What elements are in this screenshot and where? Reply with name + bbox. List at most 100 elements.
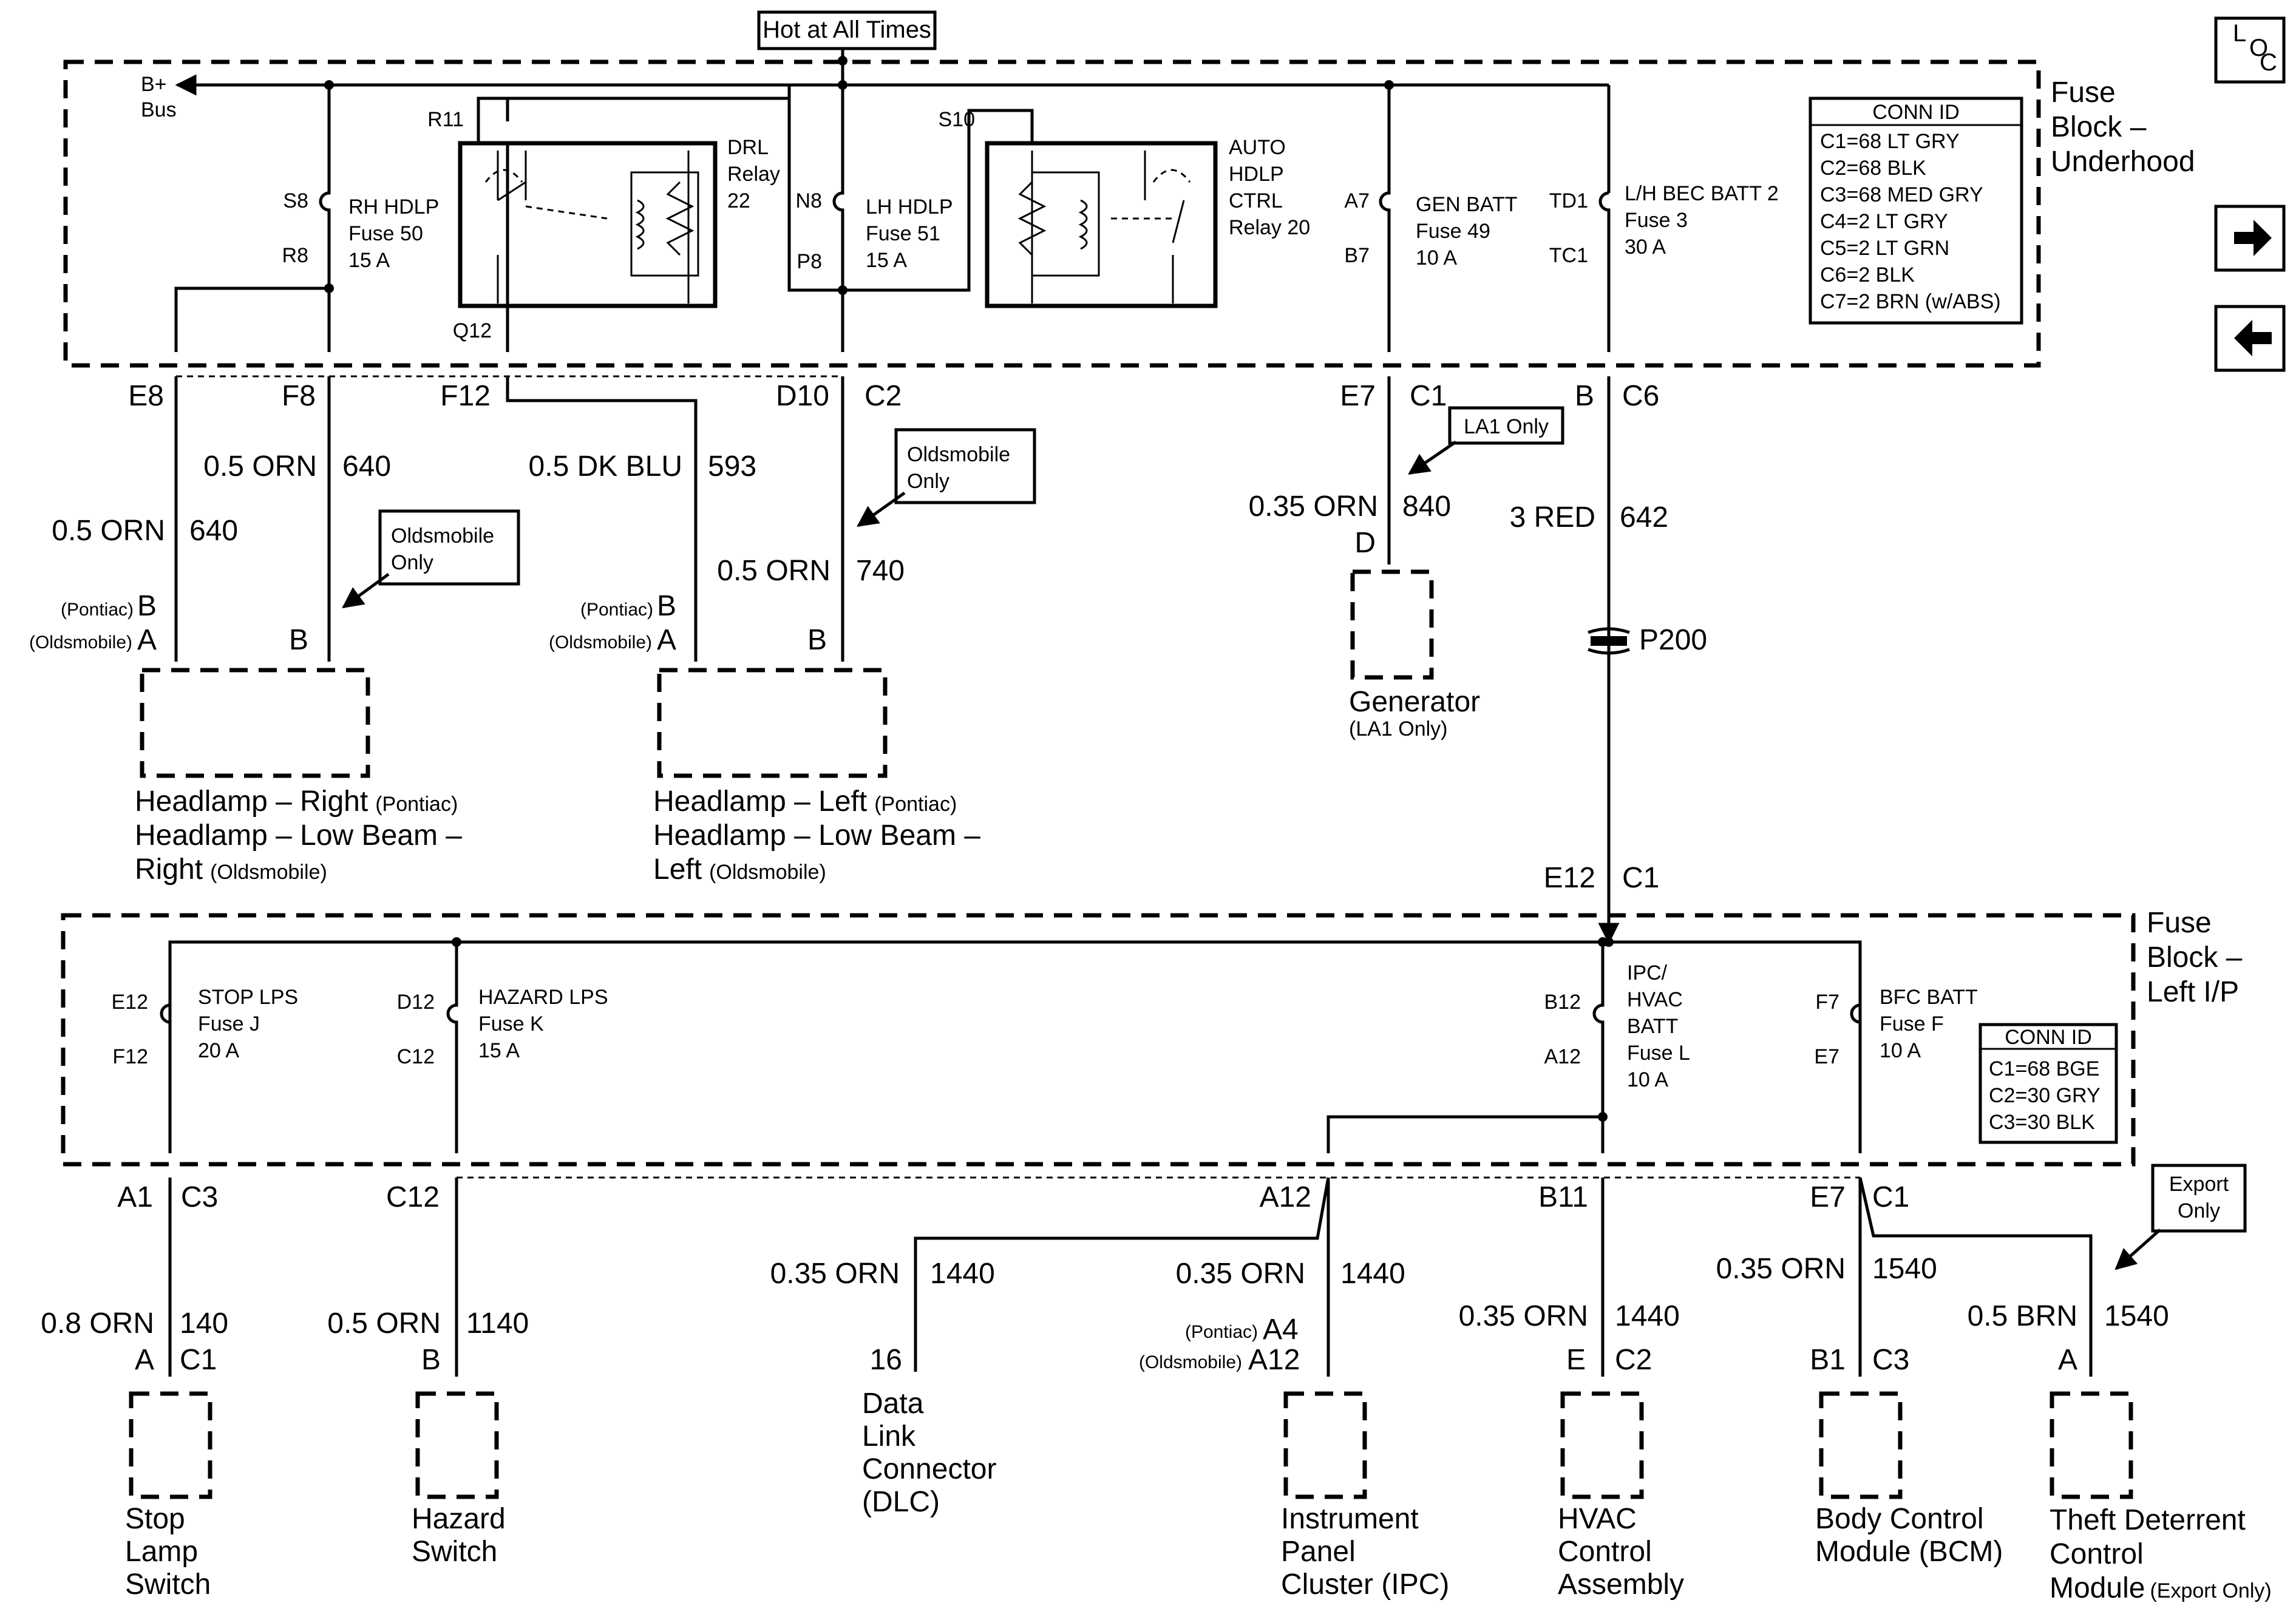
- svg-text:Lamp: Lamp: [125, 1536, 198, 1568]
- svg-text:R8: R8: [282, 244, 308, 267]
- svg-text:15 A: 15 A: [866, 249, 907, 272]
- svg-text:Body Control: Body Control: [1815, 1503, 1983, 1535]
- svg-text:Fuse: Fuse: [2147, 907, 2212, 939]
- headlamp-right-connector-pins: (Pontiac) B (Oldsmobile) A B: [29, 590, 308, 656]
- lh-bec-batt-fuse: TD1 TC1 L/H BEC BATT 2 Fuse 3 30 A: [1549, 85, 1779, 352]
- svg-text:F8: F8: [282, 380, 316, 412]
- svg-text:0.5 ORN: 0.5 ORN: [717, 555, 830, 587]
- svg-text:0.35 ORN: 0.35 ORN: [1459, 1300, 1588, 1332]
- svg-text:640: 640: [342, 450, 391, 483]
- callout-oldsmobile-only-left: Oldsmobile Only: [857, 428, 1036, 527]
- svg-text:C1: C1: [180, 1344, 217, 1376]
- hot-at-all-times-label: Hot at All Times: [757, 10, 937, 50]
- svg-text:C1: C1: [1410, 380, 1447, 412]
- svg-text:740: 740: [856, 555, 905, 587]
- svg-text:C7=2 BRN (w/ABS): C7=2 BRN (w/ABS): [1820, 290, 2001, 313]
- svg-text:642: 642: [1620, 501, 1668, 534]
- svg-text:1440: 1440: [930, 1258, 995, 1290]
- svg-text:B11: B11: [1538, 1181, 1588, 1213]
- headlamp-right-label: Headlamp – Right(Pontiac) Headlamp – Low…: [135, 785, 462, 886]
- svg-text:Fuse 50: Fuse 50: [348, 222, 423, 245]
- svg-text:C2=68 BLK: C2=68 BLK: [1820, 157, 1926, 180]
- svg-text:Connector: Connector: [862, 1453, 996, 1485]
- svg-text:Fuse 3: Fuse 3: [1625, 209, 1688, 232]
- svg-text:Fuse J: Fuse J: [198, 1012, 260, 1036]
- lower-feed-pin: E12: [1544, 862, 1595, 894]
- svg-text:Relay: Relay: [727, 163, 780, 186]
- svg-text:P8: P8: [796, 250, 822, 273]
- svg-text:E7: E7: [1340, 380, 1376, 412]
- svg-text:B: B: [137, 590, 157, 622]
- svg-text:0.5 ORN: 0.5 ORN: [52, 515, 165, 547]
- svg-text:1140: 1140: [466, 1307, 529, 1340]
- lower-feed-conn: C1: [1622, 862, 1659, 894]
- svg-text:0.5 DK BLU: 0.5 DK BLU: [529, 450, 682, 483]
- svg-text:3 RED: 3 RED: [1510, 501, 1595, 534]
- svg-text:Relay 20: Relay 20: [1229, 216, 1310, 239]
- svg-text:10 A: 10 A: [1627, 1068, 1668, 1091]
- svg-text:BATT: BATT: [1627, 1015, 1678, 1038]
- conn-id-table-left-ip: CONN ID C1=68 BGE C2=30 GRY C3=30 BLK: [1978, 1023, 2118, 1144]
- svg-text:Assembly: Assembly: [1558, 1568, 1684, 1601]
- svg-text:HAZARD LPS: HAZARD LPS: [478, 986, 608, 1009]
- loc-icon[interactable]: L O C: [2214, 16, 2286, 84]
- svg-text:Oldsmobile: Oldsmobile: [391, 524, 494, 547]
- svg-text:Right(Oldsmobile): Right(Oldsmobile): [135, 853, 327, 886]
- svg-text:(Oldsmobile): (Oldsmobile): [1139, 1352, 1242, 1372]
- svg-text:E8: E8: [128, 380, 164, 412]
- svg-text:A4: A4: [1263, 1314, 1299, 1346]
- svg-text:CONN ID: CONN ID: [1872, 101, 1960, 124]
- svg-text:P200: P200: [1639, 624, 1707, 656]
- upper-connector-row: E8 F8 F12 D10 C2 E7 C1 B C6: [128, 380, 1659, 412]
- stop-lps-fuse: E12 F12 STOP LPS Fuse J 20 A: [112, 942, 298, 1153]
- next-page-arrow-icon[interactable]: [2214, 205, 2286, 272]
- svg-text:Switch: Switch: [412, 1536, 497, 1568]
- bus-label: B+: [141, 73, 167, 96]
- svg-text:(Pontiac): (Pontiac): [1185, 1322, 1258, 1342]
- headlamp-right-component: [140, 668, 370, 778]
- svg-text:A: A: [657, 624, 676, 656]
- svg-text:STOP LPS: STOP LPS: [198, 986, 298, 1009]
- svg-text:16: 16: [870, 1344, 902, 1376]
- gen-batt-fuse: A7 B7 GEN BATT Fuse 49 10 A: [1344, 85, 1518, 352]
- svg-text:Fuse K: Fuse K: [478, 1012, 544, 1036]
- svg-text:A: A: [135, 1344, 154, 1376]
- svg-text:Panel: Panel: [1281, 1536, 1356, 1568]
- svg-text:Hazard: Hazard: [412, 1503, 506, 1535]
- svg-text:A1: A1: [117, 1181, 153, 1213]
- previous-page-arrow-icon[interactable]: [2214, 305, 2286, 372]
- svg-text:IPC/: IPC/: [1627, 961, 1668, 985]
- svg-text:1440: 1440: [1340, 1258, 1405, 1290]
- upper-wire-labels: 0.5 ORN 640 0.5 ORN 640 0.5 DK BLU 593 0…: [52, 450, 1668, 587]
- svg-text:F12: F12: [440, 380, 491, 412]
- svg-text:E12: E12: [112, 991, 149, 1014]
- svg-text:D10: D10: [776, 380, 829, 412]
- svg-text:1540: 1540: [1872, 1253, 1937, 1285]
- svg-text:Theft Deterrent: Theft Deterrent: [2050, 1504, 2246, 1536]
- svg-text:Stop: Stop: [125, 1503, 185, 1535]
- svg-text:TC1: TC1: [1549, 244, 1588, 267]
- svg-text:B7: B7: [1344, 244, 1370, 267]
- svg-text:10 A: 10 A: [1416, 246, 1457, 270]
- svg-text:640: 640: [189, 515, 238, 547]
- hvac-control-assembly: E C2 HVAC Control Assembly: [1558, 1344, 1684, 1601]
- svg-text:B1: B1: [1810, 1344, 1846, 1376]
- fuse-block-underhood-title: Fuse Block – Underhood: [2051, 76, 2195, 178]
- svg-text:10 A: 10 A: [1880, 1039, 1921, 1062]
- svg-text:A12: A12: [1544, 1045, 1581, 1068]
- svg-text:LH HDLP: LH HDLP: [866, 195, 953, 219]
- wire-dlc: [914, 1177, 1330, 1372]
- svg-text:Left I/P: Left I/P: [2147, 976, 2239, 1008]
- callout-export-only: Export Only: [2114, 1164, 2247, 1270]
- generator-label: Generator: [1349, 686, 1480, 718]
- svg-text:C3: C3: [1872, 1344, 1909, 1376]
- svg-text:F12: F12: [112, 1045, 148, 1068]
- svg-text:0.35 ORN: 0.35 ORN: [770, 1258, 900, 1290]
- svg-text:0.5 BRN: 0.5 BRN: [1968, 1300, 2077, 1332]
- svg-text:B12: B12: [1544, 991, 1581, 1014]
- svg-text:CTRL: CTRL: [1229, 189, 1283, 212]
- svg-text:L: L: [2233, 20, 2246, 47]
- svg-text:D12: D12: [397, 991, 435, 1014]
- instrument-panel-cluster: (Pontiac) A4 (Oldsmobile) A12 Instrument…: [1139, 1314, 1449, 1601]
